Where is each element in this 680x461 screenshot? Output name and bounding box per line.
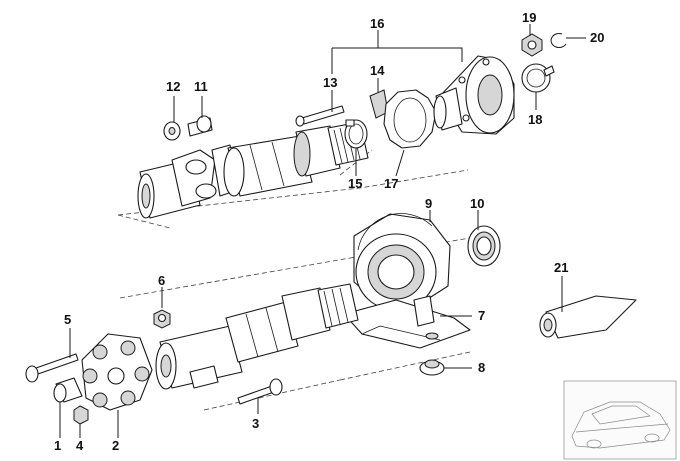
callout-18: 18 xyxy=(528,112,542,127)
callout-5: 5 xyxy=(64,312,71,327)
lower-driveshaft-assembly xyxy=(25,283,359,425)
seal-10 xyxy=(467,225,501,267)
nut-6 xyxy=(153,309,171,329)
bolt-11 xyxy=(187,115,213,137)
nut-4 xyxy=(73,405,89,425)
upper-driveshaft-assembly xyxy=(117,33,567,229)
sleeve-1 xyxy=(53,377,83,403)
flex-disc-17 xyxy=(383,89,437,149)
callout-numbers: 1 2 3 4 5 6 7 8 9 10 11 12 13 14 15 16 1… xyxy=(54,10,604,453)
driveshaft-tube-upper xyxy=(223,121,369,197)
callout-10: 10 xyxy=(470,196,484,211)
universal-joint xyxy=(137,144,239,219)
callout-8: 8 xyxy=(478,360,485,375)
callout-14: 14 xyxy=(370,63,385,78)
callout-1: 1 xyxy=(54,438,61,453)
callout-13: 13 xyxy=(323,75,337,90)
nut-19 xyxy=(521,33,543,57)
callout-17: 17 xyxy=(384,176,398,191)
callout-7: 7 xyxy=(478,308,485,323)
center-bearing-9 xyxy=(353,213,451,311)
callout-12: 12 xyxy=(166,79,180,94)
bolt-13 xyxy=(295,105,345,127)
washer-12 xyxy=(163,121,181,141)
bolt-3 xyxy=(237,378,283,405)
driveshaft-tube-lower xyxy=(155,283,359,390)
grease-tube-21 xyxy=(539,295,637,339)
bolt-5 xyxy=(25,353,79,383)
leader-lines xyxy=(59,24,586,438)
callout-15: 15 xyxy=(348,176,362,191)
callout-11: 11 xyxy=(194,79,208,94)
mounting-bracket-7 xyxy=(343,295,471,349)
clamp-ring-18 xyxy=(521,63,555,93)
callout-2: 2 xyxy=(112,438,119,453)
clamp-15 xyxy=(344,119,368,149)
callout-20: 20 xyxy=(590,30,604,45)
callout-16: 16 xyxy=(370,16,384,31)
flex-joint-2 xyxy=(81,333,153,411)
grommet-8 xyxy=(419,359,445,376)
callout-9: 9 xyxy=(425,196,432,211)
center-bearing-assembly xyxy=(119,213,501,411)
callout-19: 19 xyxy=(522,10,536,25)
callout-4: 4 xyxy=(76,438,84,453)
coupling-flange-16 xyxy=(433,55,515,135)
callout-21: 21 xyxy=(554,260,568,275)
snap-ring-20 xyxy=(550,33,567,48)
callout-6: 6 xyxy=(158,273,165,288)
callout-3: 3 xyxy=(252,416,259,431)
car-silhouette-icon xyxy=(563,380,677,460)
